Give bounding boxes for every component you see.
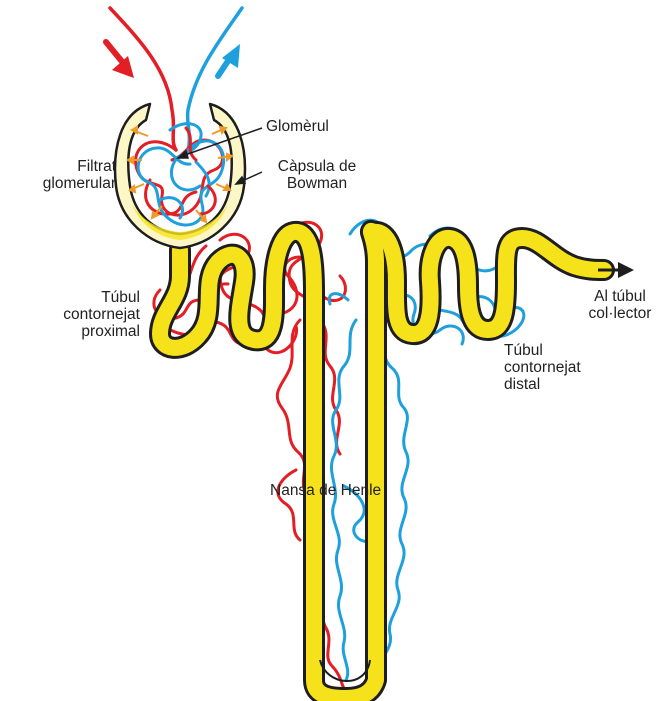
red-inflow-arrow-icon: [106, 42, 134, 78]
collecting-duct-label-line1: Al túbul: [580, 288, 660, 305]
proximal-tubule-label-line1: Túbul: [40, 289, 140, 306]
filtrate-label-line1: Filtrat: [20, 158, 116, 175]
collecting-duct-label: Al túbul col·lector: [580, 288, 660, 322]
proximal-tubule-label-line2: contornejat: [40, 306, 140, 323]
filtrate-label-line2: glomerular: [20, 175, 116, 192]
filtrate-label: Filtrat glomerular: [20, 158, 116, 192]
renal-tubule: [160, 231, 604, 698]
glomerulus: [136, 124, 224, 225]
distal-tubule-label: Túbul contornejat distal: [504, 342, 581, 393]
distal-tubule-label-line3: distal: [504, 376, 581, 393]
blue-outflow-arrow-icon: [218, 44, 240, 76]
afferent-arteriole: [110, 8, 176, 150]
bowman-capsule-label-line1: Càpsula de: [264, 158, 370, 175]
bowman-capsule-label-line2: Bowman: [264, 175, 370, 192]
proximal-tubule-label: Túbul contornejat proximal: [40, 289, 140, 340]
distal-tubule-label-line2: contornejat: [504, 359, 581, 376]
distal-tubule-label-line1: Túbul: [504, 342, 581, 359]
bowman-capsule-label: Càpsula de Bowman: [264, 158, 370, 192]
collecting-duct-label-line2: col·lector: [580, 305, 660, 322]
glomerulus-label: Glomèrul: [266, 118, 329, 135]
loop-of-henle-label: Nansa de Henle: [270, 482, 381, 499]
proximal-tubule-label-line3: proximal: [40, 323, 140, 340]
